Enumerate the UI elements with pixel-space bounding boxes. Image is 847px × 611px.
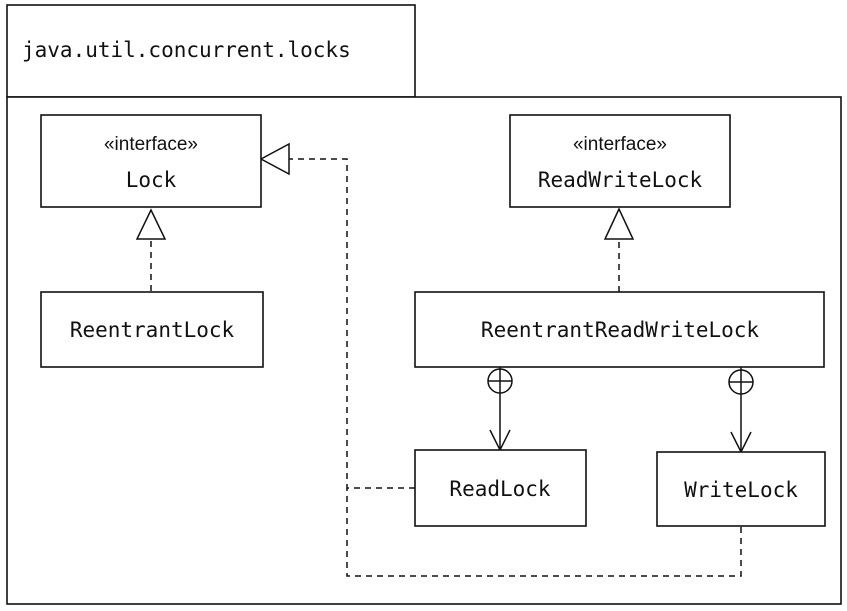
realization-writelock-lock [346,488,742,577]
class-writelock: WriteLock [656,451,826,527]
class-readwritelock-name: ReadWriteLock [538,168,703,192]
class-reentrantlock: ReentrantLock [40,291,264,368]
class-reentrantlock-name: ReentrantLock [70,318,235,342]
class-reentrantreadwritelock-name: ReentrantReadWriteLock [481,318,760,342]
class-lock-stereotype: «interface» [104,134,198,155]
class-readlock-name: ReadLock [449,477,551,501]
class-reentrantlock-box [40,291,264,368]
class-lock-name: Lock [126,168,177,192]
realization-arrowhead-readwritelock [603,207,635,240]
package-tab [6,4,416,98]
class-reentrantreadwritelock-box [414,291,825,368]
class-readwritelock: «interface» ReadWriteLock [509,114,731,208]
connectors [135,142,754,577]
class-writelock-name: WriteLock [684,478,798,502]
realization-arrowhead-lock [135,208,167,240]
realization-arrowhead-lock-side [259,142,290,176]
class-reentrantreadwritelock: ReentrantReadWriteLock [414,291,825,368]
class-readlock: ReadLock [414,449,587,527]
class-readwritelock-box [509,114,731,208]
class-readlock-box [414,449,587,527]
realization-readlock-lock [289,158,415,489]
package-name: java.util.concurrent.locks [22,38,351,62]
class-writelock-box [656,451,826,527]
class-lock: «interface» Lock [40,114,262,208]
class-lock-box [40,114,262,208]
class-readwritelock-stereotype: «interface» [573,134,667,155]
